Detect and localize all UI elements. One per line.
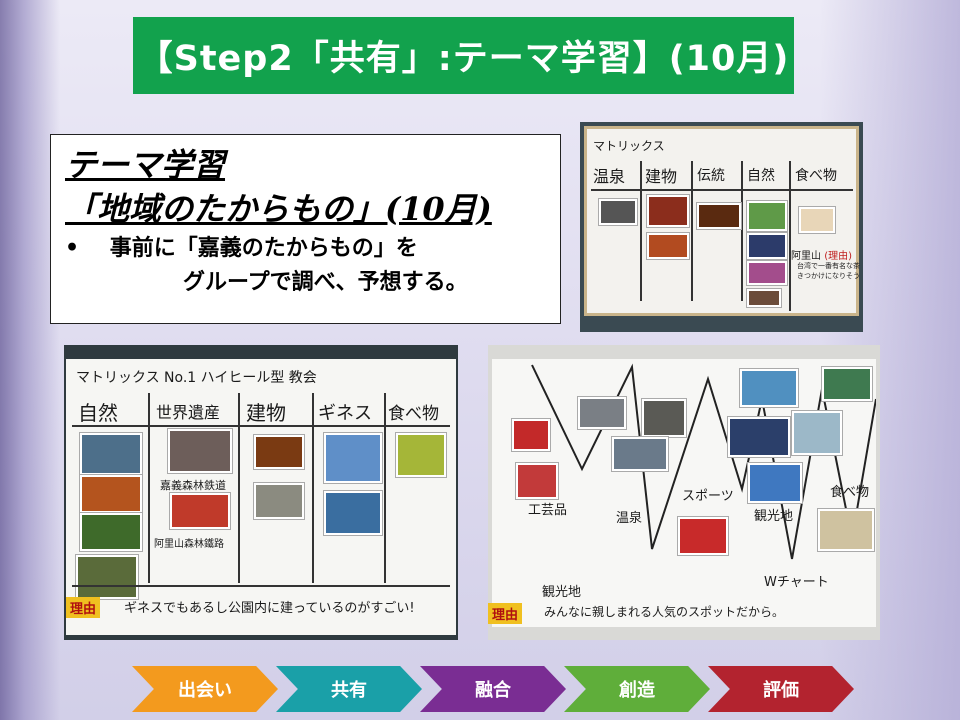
- slide-title-text: 【Step2「共有」:テーマ学習】(10月): [137, 39, 790, 79]
- whiteboard: 工芸品 温泉 スポーツ 観光地 食べ物 Wチャート 観光地 理由 みんなに親しま…: [488, 359, 876, 627]
- col-label: 建物: [645, 167, 678, 186]
- slide-title: 【Step2「共有」:テーマ学習】(10月): [133, 17, 794, 94]
- photo-w-chart-board: 工芸品 温泉 スポーツ 観光地 食べ物 Wチャート 観光地 理由 みんなに親しま…: [488, 345, 880, 640]
- photo-matrix-board-top: マトリックス 温泉 建物 伝統 自然 食べ物 阿里山 (理由) 台湾で一番有名な…: [580, 122, 863, 332]
- chart-label: 食べ物: [830, 485, 870, 500]
- bullet-marker: •: [65, 235, 80, 261]
- reason-line-1: 観光地: [542, 585, 582, 600]
- col-label: 自然: [78, 401, 118, 425]
- whiteboard: マトリックス 温泉 建物 伝統 自然 食べ物 阿里山 (理由) 台湾で一番有名な…: [584, 126, 860, 316]
- col-label: ギネス: [318, 403, 372, 424]
- chart-label: 温泉: [616, 511, 643, 526]
- theme-bullet-1: • 事前に「嘉義のたからもの」を: [65, 231, 546, 265]
- chart-label: 工芸品: [528, 503, 568, 518]
- note-text: きつかけになりそう: [797, 272, 860, 280]
- chart-label: 観光地: [754, 509, 794, 524]
- whiteboard: マトリックス No.1 ハイヒール型 教会 自然 世界遺産 建物 ギネス 食べ物…: [66, 359, 456, 635]
- step-kyouyuu: 共有: [276, 666, 422, 712]
- reason-tag: 理由: [66, 597, 101, 618]
- process-steps: 出会い 共有 融合 創造 評価: [132, 666, 854, 712]
- decorative-left-brush: [0, 0, 60, 720]
- theme-text-box: テーマ学習 「地域のたからもの」(10月) • 事前に「嘉義のたからもの」を グ…: [50, 134, 561, 324]
- photo-caption: 嘉義森林鉄道: [160, 479, 226, 492]
- note-place: 阿里山 (理由): [791, 251, 852, 262]
- col-label: 建物: [246, 401, 286, 425]
- matrix-header: マトリックス No.1 ハイヒール型 教会: [76, 370, 317, 386]
- col-label: 伝統: [697, 168, 725, 184]
- matrix-header: マトリックス: [593, 139, 665, 153]
- col-label: 自然: [747, 168, 775, 184]
- bullet-text-1: 事前に「嘉義のたからもの」を: [109, 235, 418, 261]
- chart-label: スポーツ: [682, 489, 734, 504]
- col-label: 食べ物: [795, 168, 837, 184]
- theme-heading: テーマ学習: [65, 146, 226, 184]
- note-text: 台湾で一番有名な茶: [797, 262, 860, 270]
- theme-subheading: 「地域のたからもの」(10月): [65, 190, 492, 228]
- col-label: 温泉: [593, 167, 626, 186]
- step-souzou: 創造: [564, 666, 710, 712]
- col-label: 食べ物: [388, 404, 439, 424]
- photo-matrix-board-left: マトリックス No.1 ハイヒール型 教会 自然 世界遺産 建物 ギネス 食べ物…: [64, 345, 458, 640]
- step-hyouka: 評価: [708, 666, 854, 712]
- photo-caption: 阿里山森林鐵路: [154, 539, 224, 550]
- chart-label: Wチャート: [764, 575, 829, 590]
- step-yuugou: 融合: [420, 666, 566, 712]
- reason-line-2: みんなに親しまれる人気のスポットだから。: [544, 605, 785, 619]
- step-deai: 出会い: [132, 666, 278, 712]
- reason-text: ギネスでもあるし公園内に建っているのがすごい!: [124, 601, 415, 616]
- bullet-text-2: グループで調べ、予想する。: [183, 269, 468, 295]
- reason-tag: 理由: [488, 603, 523, 624]
- col-label: 世界遺産: [156, 403, 221, 422]
